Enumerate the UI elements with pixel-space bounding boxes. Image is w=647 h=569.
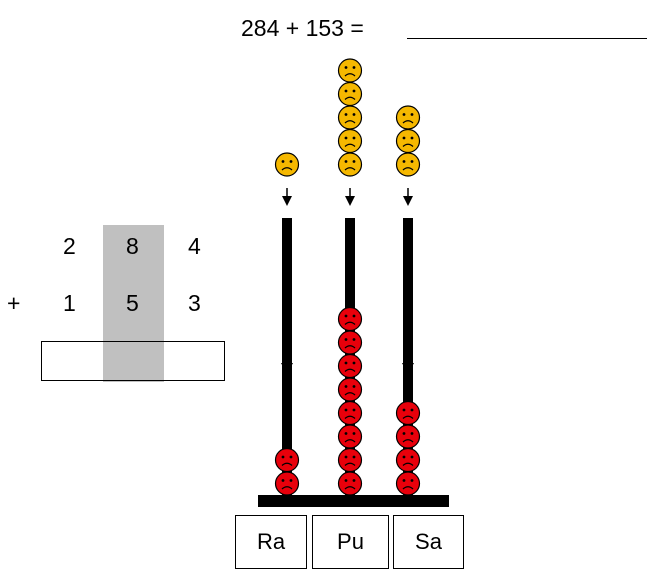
digit-row2-tens: 5 (126, 290, 139, 316)
place-label-ra: Ra (235, 515, 307, 569)
rod-bead-ra-1 (274, 471, 300, 496)
place-label-sa: Sa (393, 515, 464, 569)
digit-row2-ones: 3 (188, 290, 201, 316)
rod-bead-sa-2 (395, 447, 421, 473)
rod-bead-pu-5 (337, 377, 363, 402)
rod-bead-pu-3 (337, 424, 363, 449)
rod-bead-pu-8 (337, 306, 363, 332)
add-bead-sa-1 (395, 152, 421, 177)
rod-bead-pu-4 (337, 400, 363, 426)
equation-text: 284 + 153 = (241, 15, 364, 41)
rod-arrow-sa (402, 363, 414, 374)
rod-bead-ra-2 (274, 447, 300, 473)
digit-row1-tens: 8 (126, 233, 139, 259)
rod-bead-sa-4 (395, 400, 421, 426)
add-bead-sa-3 (395, 105, 421, 130)
add-arrow-pu (345, 188, 355, 206)
abacus-rod-ra (282, 218, 292, 496)
add-bead-pu-5 (337, 58, 363, 83)
sum-result-box[interactable] (41, 341, 225, 381)
rod-arrow-ra (281, 363, 293, 374)
digit-row1-ones: 4 (188, 233, 201, 259)
add-bead-pu-1 (337, 152, 363, 177)
abacus-base (258, 495, 449, 507)
rod-bead-pu-6 (337, 353, 363, 379)
answer-blank[interactable] (407, 38, 647, 39)
rod-bead-pu-1 (337, 471, 363, 496)
place-label-pu: Pu (312, 515, 389, 569)
digit-row1-hundreds: 2 (63, 233, 76, 259)
abacus-rod-sa (403, 218, 413, 496)
add-bead-pu-3 (337, 105, 363, 130)
add-arrow-ra (282, 188, 292, 206)
rod-bead-pu-2 (337, 447, 363, 473)
rod-bead-sa-1 (395, 471, 421, 496)
digit-row2-hundreds: 1 (63, 290, 76, 316)
add-bead-sa-2 (395, 128, 421, 154)
tens-column-highlight (103, 225, 164, 382)
add-bead-ra-1 (274, 152, 300, 177)
add-bead-pu-2 (337, 128, 363, 154)
add-bead-pu-4 (337, 81, 363, 107)
rod-bead-sa-3 (395, 424, 421, 449)
add-arrow-sa (403, 188, 413, 206)
plus-sign: + (7, 290, 21, 316)
rod-bead-pu-7 (337, 330, 363, 355)
